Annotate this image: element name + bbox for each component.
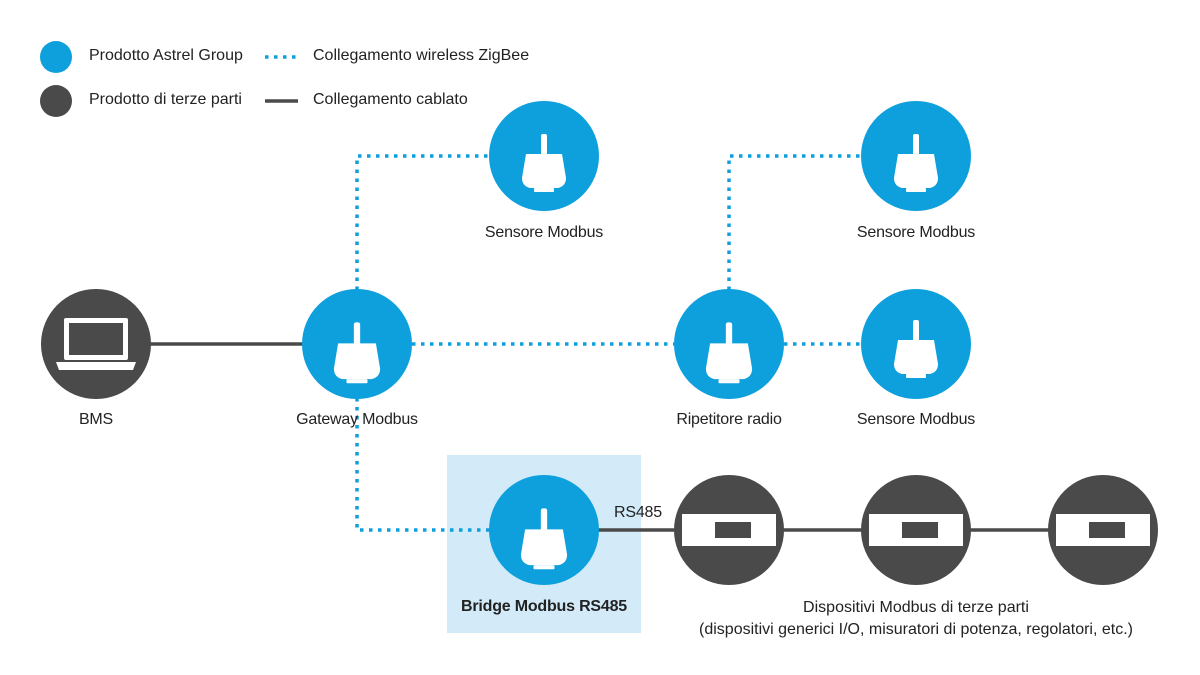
gateway-label: Gateway Modbus <box>296 411 418 428</box>
third-party-devices-caption: Dispositivi Modbus di terze parti (dispo… <box>699 597 1133 641</box>
third-party-device-1 <box>674 475 784 585</box>
legend-astrel-dot <box>40 41 72 73</box>
rs485-label: RS485 <box>614 504 662 521</box>
legend-third-party-label: Prodotto di terze parti <box>89 91 242 108</box>
legend-wireless-label: Collegamento wireless ZigBee <box>313 47 530 64</box>
sensor-mid-right-node <box>861 289 971 399</box>
gateway-node <box>302 289 412 399</box>
wireless-link-gateway-sensor-top <box>355 154 490 290</box>
wireless-link-repeater-sensor-top <box>727 154 862 290</box>
sensor-mid-right-label: Sensore Modbus <box>856 411 976 428</box>
sensor-top-right-label: Sensore Modbus <box>856 224 976 241</box>
legend-wired-label: Collegamento cablato <box>313 91 468 108</box>
sensor-top-right-node <box>861 101 971 211</box>
third-party-devices-title: Dispositivi Modbus di terze parti <box>803 599 1029 616</box>
module-device-icon <box>1056 514 1150 546</box>
laptop-icon <box>56 318 136 370</box>
bridge-label: Bridge Modbus RS485 <box>460 598 628 615</box>
third-party-devices-subtitle: (dispositivi generici I/O, misuratori di… <box>699 621 1133 638</box>
repeater-label: Ripetitore radio <box>676 411 782 428</box>
bms-label: BMS <box>78 411 114 428</box>
sensor-top-left-node <box>489 101 599 211</box>
third-party-device-2 <box>861 475 971 585</box>
legend-astrel-label: Prodotto Astrel Group <box>89 47 243 64</box>
third-party-device-3 <box>1048 475 1158 585</box>
module-device-icon <box>682 514 776 546</box>
bridge-node <box>489 475 599 585</box>
legend-third-party-dot <box>40 85 72 117</box>
repeater-node <box>674 289 784 399</box>
module-device-icon <box>869 514 963 546</box>
sensor-top-left-label: Sensore Modbus <box>484 224 604 241</box>
bms-node <box>41 289 151 399</box>
